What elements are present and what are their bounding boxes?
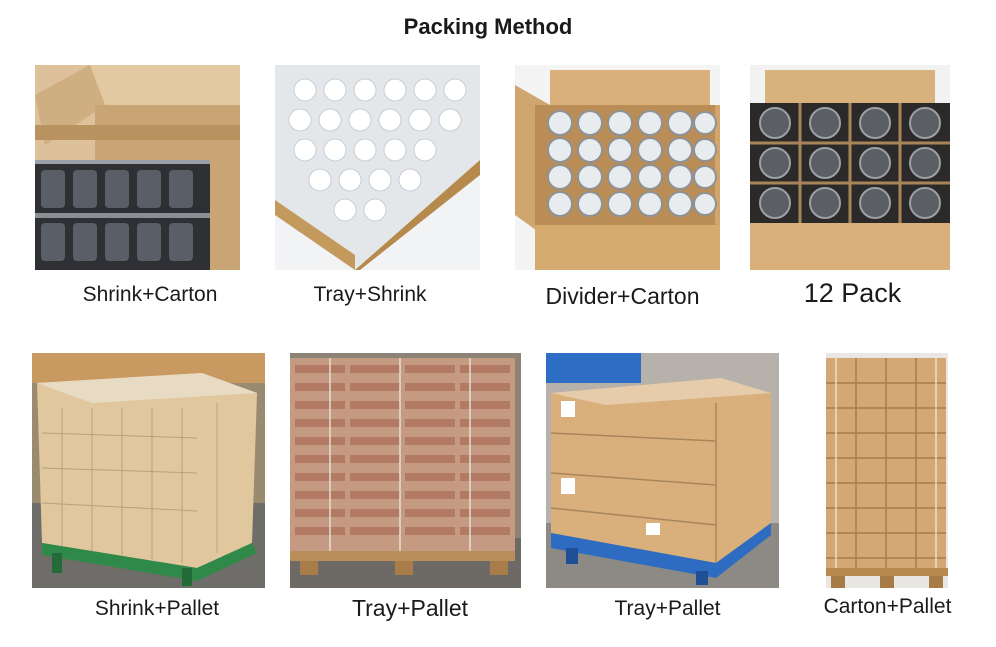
caption-tray-shrink: Tray+Shrink: [313, 283, 427, 306]
caption-tray-pallet-2: Tray+Pallet: [614, 597, 721, 620]
photo-tray-shrink: [275, 65, 480, 270]
photo-divider-carton: [515, 65, 720, 270]
photo-tray-pallet-2: [546, 353, 779, 588]
photo-shrink-pallet: [32, 353, 265, 588]
photo-shrink-carton: [35, 65, 240, 270]
caption-tray-pallet-1: Tray+Pallet: [351, 595, 469, 621]
caption-carton-pallet: Carton+Pallet: [823, 595, 952, 618]
caption-shrink-carton: Shrink+Carton: [82, 283, 218, 306]
photo-tray-pallet-1: [290, 353, 521, 588]
caption-12-pack: 12 Pack: [803, 278, 902, 308]
page-title: Packing Method: [403, 14, 573, 39]
photo-12-pack: [750, 65, 950, 270]
photo-carton-pallet: [826, 353, 948, 588]
caption-divider-carton: Divider+Carton: [545, 283, 700, 309]
caption-shrink-pallet: Shrink+Pallet: [94, 597, 220, 620]
